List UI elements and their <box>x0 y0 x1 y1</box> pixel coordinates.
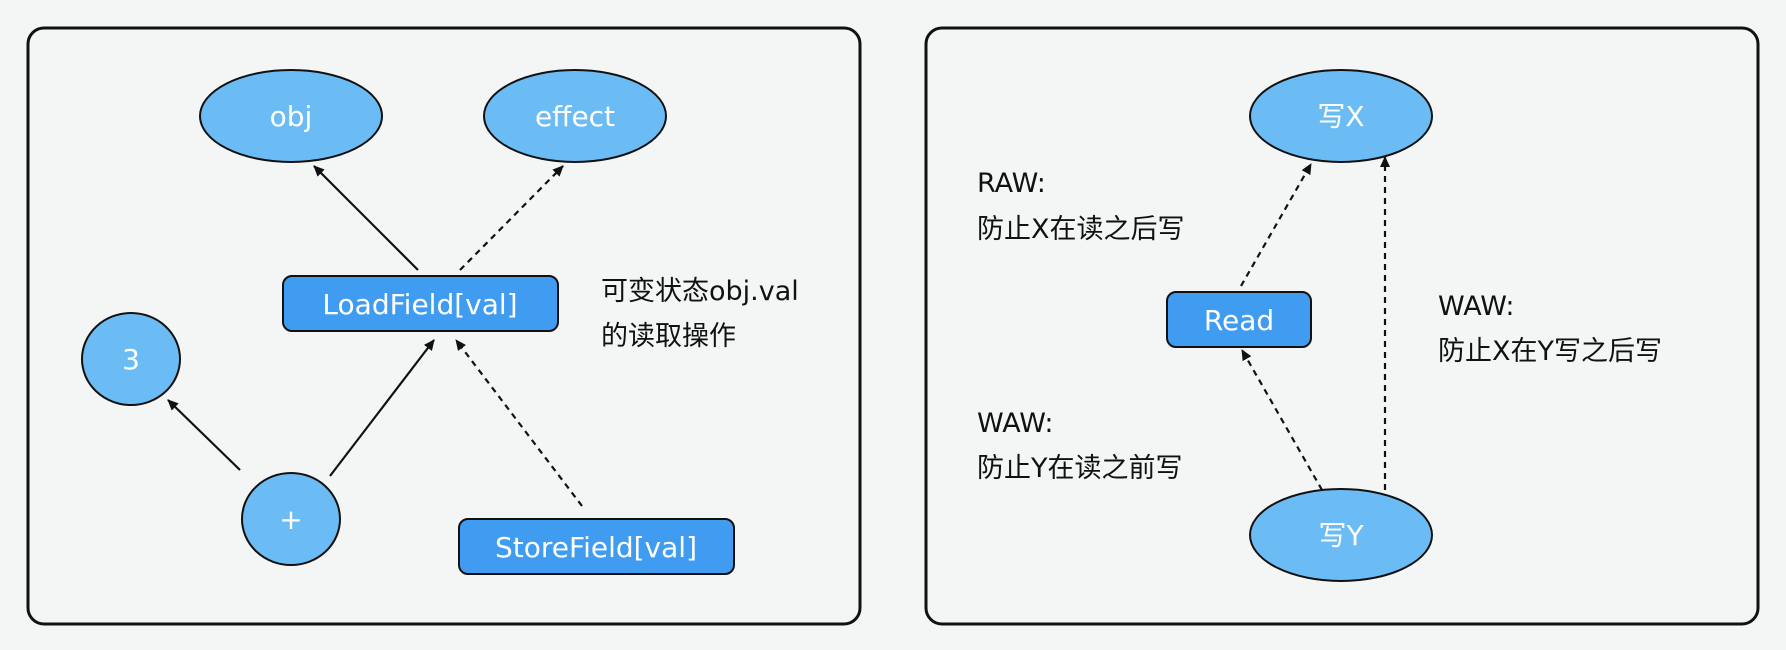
node-plus-label: + <box>279 503 302 536</box>
waw-left-note-line2: 防止Y在读之前写 <box>977 453 1183 484</box>
node-plus: + <box>241 472 341 566</box>
node-effect-label: effect <box>535 100 615 133</box>
left-note-line1: 可变状态obj.val <box>601 276 799 307</box>
node-three-shape <box>81 312 181 406</box>
node-three: 3 <box>81 312 181 406</box>
node-effect-shape <box>483 69 667 163</box>
node-obj: obj <box>199 69 383 163</box>
node-read-label: Read <box>1204 304 1274 337</box>
node-write-y: 写Y <box>1249 488 1433 582</box>
node-write-x-label: 写X <box>1317 100 1364 133</box>
edge-store-to-load <box>455 339 583 507</box>
node-storefield-shape <box>458 518 735 575</box>
edge-load-to-obj <box>313 165 419 271</box>
node-write-y-label: 写Y <box>1318 519 1364 552</box>
node-read-shape <box>1166 291 1312 348</box>
right-panel-frame <box>924 26 1760 626</box>
node-read: Read <box>1166 291 1312 348</box>
waw-right-note-line2: 防止X在Y写之后写 <box>1438 336 1662 367</box>
node-loadfield-shape <box>282 275 559 332</box>
node-storefield: StoreField[val] <box>458 518 735 575</box>
node-plus-shape <box>241 472 341 566</box>
node-three-label: 3 <box>122 343 140 376</box>
edge-read-to-writex <box>1240 163 1312 287</box>
edge-writey-to-read <box>1241 349 1323 491</box>
raw-note-line1: RAW: <box>977 168 1046 199</box>
edge-load-to-effect <box>459 165 564 271</box>
waw-left-note-line1: WAW: <box>977 408 1053 439</box>
edge-plus-to-load <box>329 339 435 477</box>
right-panel: 写X Read 写Y RAW: 防止X在读之后写 WAW: 防止X在Y写之后写 … <box>924 26 1760 626</box>
waw-right-note-line1: WAW: <box>1438 291 1514 322</box>
node-loadfield: LoadField[val] <box>282 275 559 332</box>
left-panel: obj effect LoadField[val] 3 + StoreField… <box>26 26 862 626</box>
node-loadfield-label: LoadField[val] <box>322 288 517 321</box>
node-write-x: 写X <box>1249 69 1433 163</box>
raw-note-line2: 防止X在读之后写 <box>977 214 1185 245</box>
node-storefield-label: StoreField[val] <box>495 531 697 564</box>
node-obj-label: obj <box>270 100 313 133</box>
node-write-x-shape <box>1249 69 1433 163</box>
node-write-y-shape <box>1249 488 1433 582</box>
node-effect: effect <box>483 69 667 163</box>
node-obj-shape <box>199 69 383 163</box>
edge-plus-to-three <box>167 399 241 471</box>
left-note-line2: 的读取操作 <box>601 321 736 352</box>
